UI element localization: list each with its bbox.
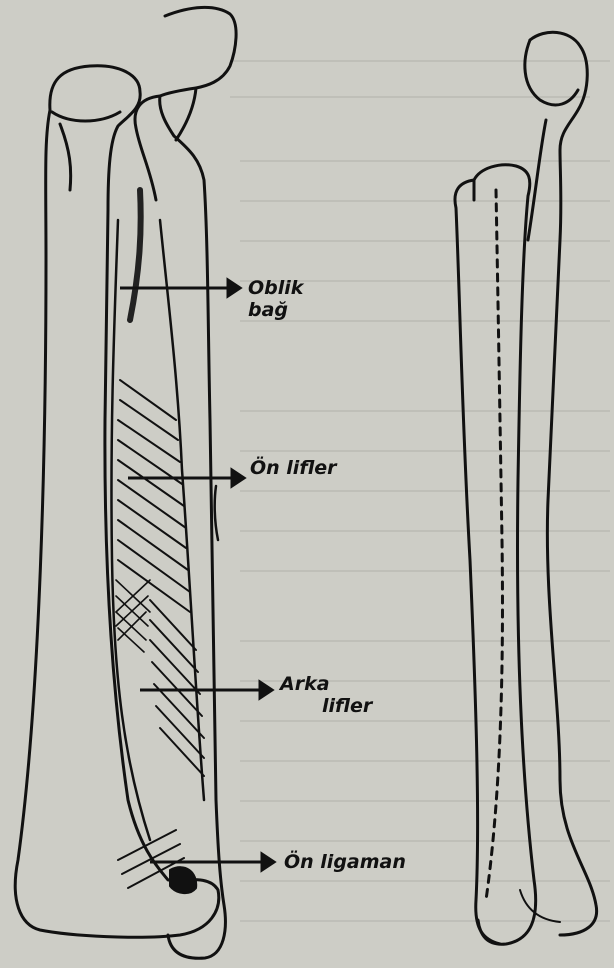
radius-bone-outline <box>15 66 219 938</box>
radial-head-line <box>52 112 120 121</box>
label-posterior-fibers-line2: lifler <box>322 695 374 717</box>
arrow-anterior-ligament-head <box>262 854 274 870</box>
label-posterior-fibers-line1: Arka <box>278 673 330 695</box>
label-oblique-cord-line1: Oblik <box>248 277 305 299</box>
arrow-anterior-fibers-head <box>232 470 244 486</box>
right-dashed-membrane-line <box>486 190 502 900</box>
arrow-posterior-fibers-head <box>260 682 272 698</box>
left-forearm-figure <box>15 7 236 958</box>
right-forearm-figure <box>455 32 597 944</box>
distal-joint-shadow <box>170 867 196 893</box>
radial-neck-line <box>60 124 71 190</box>
right-radius-head-left <box>455 180 500 944</box>
right-olecranon-detail <box>525 40 578 105</box>
trochlear-notch-line <box>135 96 160 200</box>
label-anterior-ligament: Ön ligaman <box>284 849 406 873</box>
arrow-oblique-head <box>228 280 240 296</box>
label-oblique-cord-line2: bağ <box>248 299 288 321</box>
coronoid-line <box>176 88 196 140</box>
right-ulna-head <box>530 32 597 935</box>
bleed-through-texture <box>230 60 610 922</box>
radius-shaft-tick <box>215 486 218 540</box>
crosshatch-patch <box>116 580 150 652</box>
leader-arrows <box>120 280 274 870</box>
ulna-bone-outline <box>160 7 236 958</box>
oblique-cord-band <box>130 190 141 320</box>
label-anterior-fibers: Ön lifler <box>250 455 338 479</box>
right-distal-detail <box>520 890 560 922</box>
